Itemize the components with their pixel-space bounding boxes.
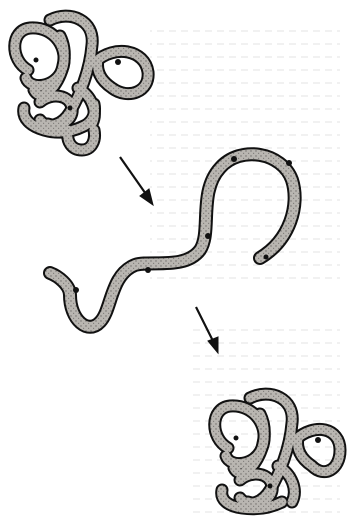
arrow-1 [120, 157, 153, 205]
bleed-through-texture [150, 20, 340, 520]
folded-protein-top [15, 16, 148, 150]
